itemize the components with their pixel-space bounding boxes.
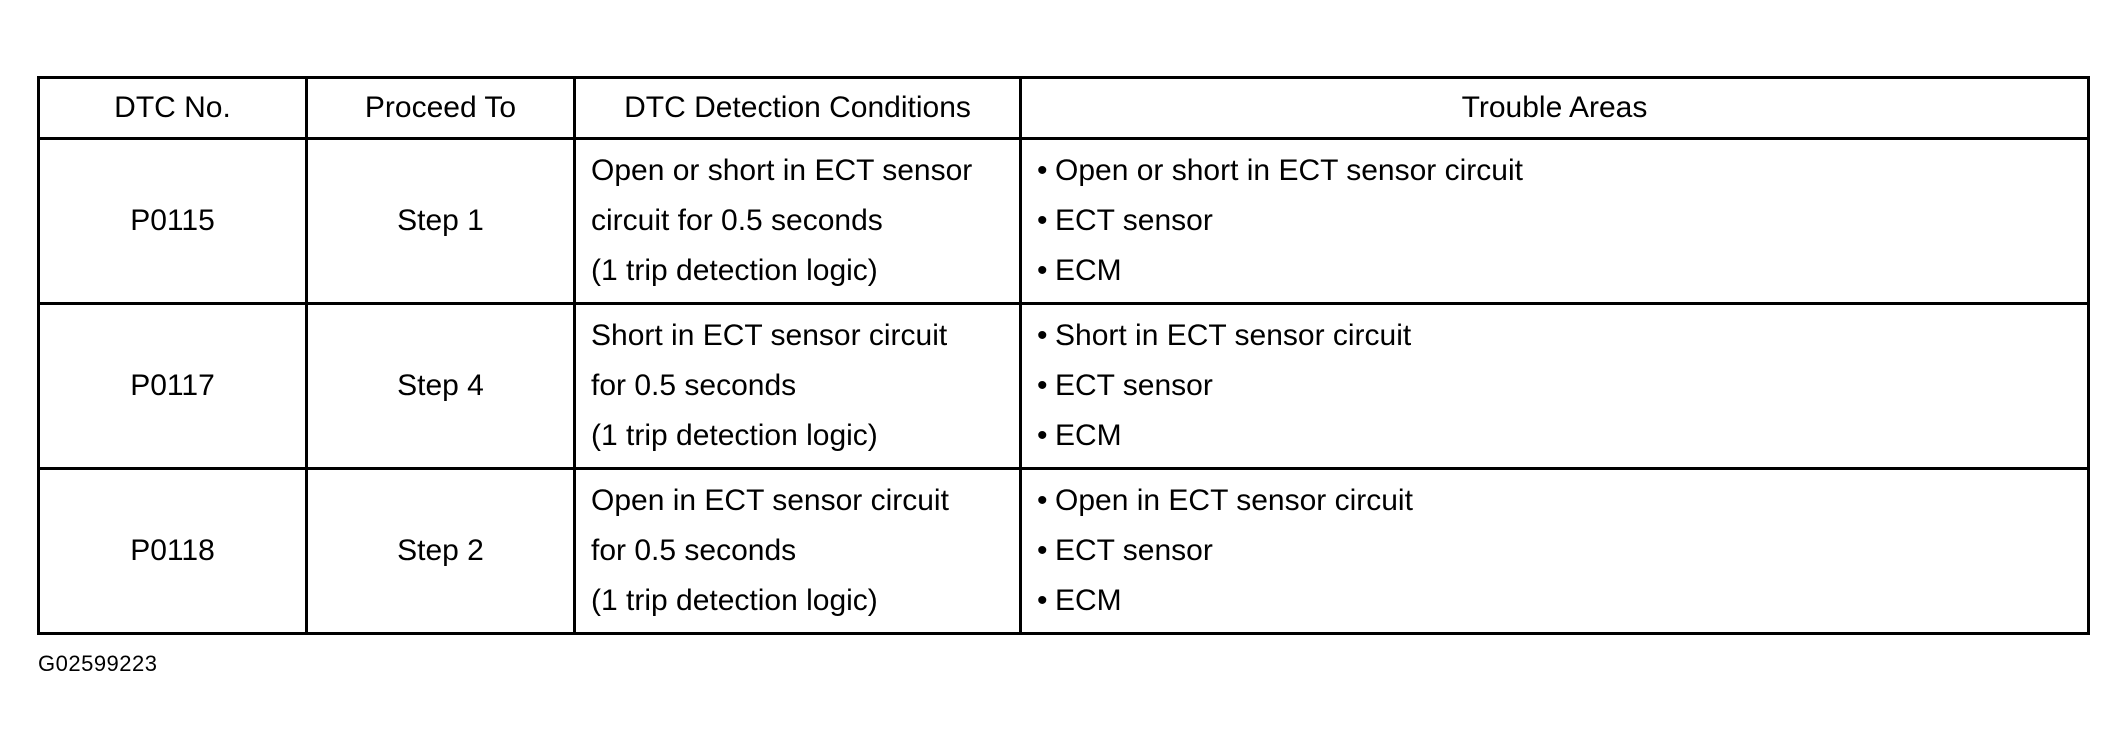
condition-line: Short in ECT sensor circuit (591, 319, 948, 352)
table-body: P0115 Step 1 Open or short in ECT sensor… (37, 137, 2090, 635)
trouble-area-text: ECM (1055, 254, 1122, 287)
bullet-icon: • (1037, 484, 1048, 517)
trouble-area-item: •ECT sensor (1037, 526, 2087, 576)
trouble-area-text: ECT sensor (1055, 369, 1213, 402)
dtc-code-cell: P0115 (37, 137, 308, 305)
bullet-icon: • (1037, 254, 1048, 287)
proceed-to-cell: Step 2 (305, 467, 576, 635)
trouble-areas-cell: •Short in ECT sensor circuit •ECT sensor… (1019, 302, 2090, 470)
header-trouble-areas: Trouble Areas (1019, 76, 2090, 140)
bullet-icon: • (1037, 319, 1048, 352)
trouble-areas-cell: •Open or short in ECT sensor circuit •EC… (1019, 137, 2090, 305)
trouble-area-item: •ECT sensor (1037, 361, 2087, 411)
trouble-area-item: •ECM (1037, 576, 2087, 626)
bullet-icon: • (1037, 369, 1048, 402)
detection-conditions-cell: Open in ECT sensor circuit for 0.5 secon… (573, 467, 1022, 635)
proceed-to-cell: Step 4 (305, 302, 576, 470)
trouble-area-text: Open in ECT sensor circuit (1055, 484, 1413, 517)
trouble-area-text: ECT sensor (1055, 534, 1213, 567)
trouble-area-item: •ECM (1037, 411, 2087, 461)
bullet-icon: • (1037, 204, 1048, 237)
trouble-area-item: •Short in ECT sensor circuit (1037, 311, 2087, 361)
trouble-area-item: •Open or short in ECT sensor circuit (1037, 146, 2087, 196)
proceed-to-cell: Step 1 (305, 137, 576, 305)
trouble-areas-cell: •Open in ECT sensor circuit •ECT sensor … (1019, 467, 2090, 635)
header-proceed-to: Proceed To (305, 76, 576, 140)
bullet-icon: • (1037, 584, 1048, 617)
bullet-icon: • (1037, 419, 1048, 452)
detection-conditions-cell: Short in ECT sensor circuit for 0.5 seco… (573, 302, 1022, 470)
condition-line: circuit for 0.5 seconds (591, 204, 883, 237)
table-header: DTC No. Proceed To DTC Detection Conditi… (37, 76, 2090, 140)
bullet-icon: • (1037, 154, 1048, 187)
trouble-area-text: ECM (1055, 584, 1122, 617)
table-row: P0118 Step 2 Open in ECT sensor circuit … (37, 467, 2090, 635)
condition-line: for 0.5 seconds (591, 534, 797, 567)
detection-conditions-cell: Open or short in ECT sensor circuit for … (573, 137, 1022, 305)
trouble-area-text: ECT sensor (1055, 204, 1213, 237)
condition-line: (1 trip detection logic) (591, 254, 878, 287)
header-row: DTC No. Proceed To DTC Detection Conditi… (37, 76, 2090, 140)
trouble-area-text: ECM (1055, 419, 1122, 452)
bullet-icon: • (1037, 534, 1048, 567)
trouble-area-item: •ECT sensor (1037, 196, 2087, 246)
dtc-code-cell: P0117 (37, 302, 308, 470)
figure-id: G02599223 (38, 651, 158, 676)
table-row: P0117 Step 4 Short in ECT sensor circuit… (37, 302, 2090, 470)
trouble-area-text: Open or short in ECT sensor circuit (1055, 154, 1523, 187)
trouble-area-text: Short in ECT sensor circuit (1055, 319, 1412, 352)
condition-line: (1 trip detection logic) (591, 419, 878, 452)
condition-line: (1 trip detection logic) (591, 584, 878, 617)
header-dtc-no: DTC No. (37, 76, 308, 140)
trouble-area-item: •ECM (1037, 246, 2087, 296)
condition-line: Open or short in ECT sensor (591, 154, 973, 187)
condition-line: for 0.5 seconds (591, 369, 797, 402)
dtc-code-cell: P0118 (37, 467, 308, 635)
dtc-table: DTC No. Proceed To DTC Detection Conditi… (37, 76, 2090, 635)
trouble-area-item: •Open in ECT sensor circuit (1037, 476, 2087, 526)
condition-line: Open in ECT sensor circuit (591, 484, 949, 517)
table-row: P0115 Step 1 Open or short in ECT sensor… (37, 137, 2090, 305)
header-detection-conditions: DTC Detection Conditions (573, 76, 1022, 140)
